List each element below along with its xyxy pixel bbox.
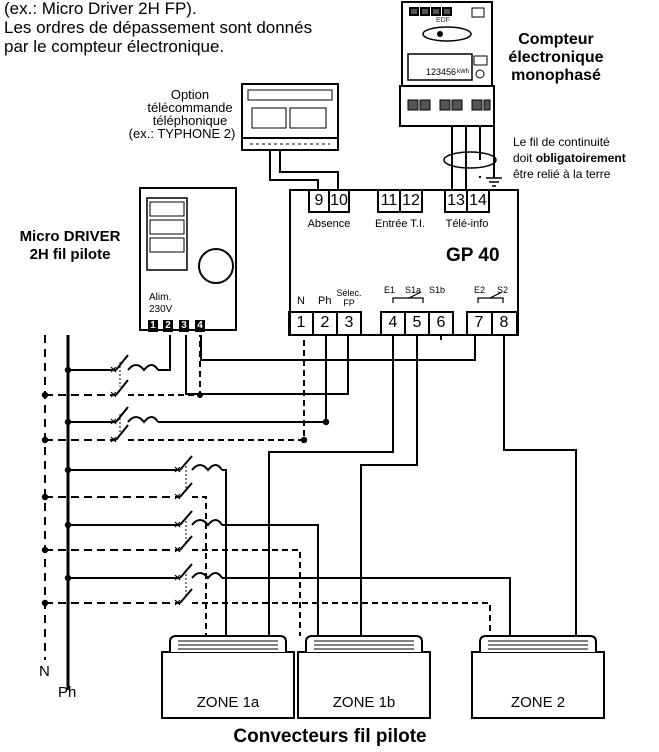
gp40-terminal-6: 6: [436, 314, 446, 331]
gp40-terminal-7: 7: [474, 314, 484, 331]
ground-note-3: être relié à la terre: [513, 167, 611, 181]
meter-title-1: Compteur: [518, 31, 594, 48]
meter-title-2: électronique: [508, 49, 604, 66]
zone-1a-label: ZONE 1a: [196, 694, 260, 711]
gp40-terminal-11: 11: [380, 192, 398, 209]
zone-2-label: ZONE 2: [510, 694, 566, 711]
gp40-terminal-1: 1: [296, 314, 306, 331]
alim-label-1: Alim.: [149, 292, 172, 303]
electronic-meter: [399, 1, 495, 127]
label-e2: E2: [474, 285, 486, 295]
label-s1b: S1b: [429, 285, 446, 295]
intro-line-2: Les ordres de dépassement sont donnés: [4, 18, 313, 37]
convector-zone-1a: [161, 635, 295, 719]
option-line-1: Option: [170, 87, 210, 102]
label-selec-2: FP: [343, 298, 355, 308]
bus-label-ph: Ph: [58, 684, 77, 701]
micro-driver-module: [139, 187, 237, 331]
ground-note-2: doit obligatoirement: [513, 151, 626, 165]
label-ph: Ph: [318, 295, 332, 307]
option-line-3: téléphonique: [152, 113, 228, 128]
meter-title-3: monophasé: [511, 67, 601, 84]
label-e1: E1: [384, 285, 396, 295]
meter-brand: EDF: [436, 17, 450, 24]
gp40-terminal-13: 13: [447, 192, 465, 209]
micro-driver-title-1: Micro DRIVER: [19, 228, 121, 245]
alim-label-2: 230V: [149, 304, 173, 315]
zone-1b-label: ZONE 1b: [332, 694, 396, 711]
intro-line-1: (ex.: Micro Driver 2H FP).: [4, 0, 197, 18]
label-s1a: S1a: [405, 285, 422, 295]
meter-display-value: 123456: [426, 67, 457, 77]
entree-ti-label: Entrée T.I.: [375, 218, 425, 230]
gp40-terminal-4: 4: [388, 314, 398, 331]
label-selec-1: Sélec.: [336, 288, 362, 298]
gp40-terminal-14: 14: [469, 192, 487, 209]
ground-note-1: Le fil de continuité: [513, 135, 610, 149]
gp40-terminal-8: 8: [499, 314, 509, 331]
tele-info-label: Télé-info: [445, 218, 489, 230]
label-n: N: [297, 295, 305, 307]
option-line-4: (ex.: TYPHONE 2): [128, 126, 236, 141]
md-terminal-2: 2: [163, 320, 173, 332]
gp40-terminal-5: 5: [412, 314, 422, 331]
typhone-module: [241, 83, 339, 151]
footer-title: Convecteurs fil pilote: [233, 726, 427, 747]
md-terminal-1: 1: [148, 320, 158, 332]
micro-driver-title-2: 2H fil pilote: [29, 246, 111, 263]
gp40-box: [289, 189, 519, 336]
gp40-terminal-10: 10: [330, 192, 348, 209]
intro-line-3: par le compteur électronique.: [4, 37, 225, 56]
convector-zone-2: [471, 635, 605, 719]
convector-zone-1b: [297, 635, 431, 719]
absence-label: Absence: [307, 218, 351, 230]
gp40-terminal-2: 2: [320, 314, 330, 331]
gp40-name: GP 40: [446, 245, 500, 266]
md-terminal-3: 3: [179, 320, 189, 332]
label-s2: S2: [497, 285, 509, 295]
meter-display-unit: kWh: [457, 69, 469, 75]
bus-label-n: N: [39, 663, 50, 680]
option-line-2: télécommande: [147, 100, 233, 115]
gp40-terminal-3: 3: [344, 314, 354, 331]
gp40-terminal-9: 9: [314, 192, 324, 209]
gp40-terminal-12: 12: [402, 192, 420, 209]
md-terminal-4: 4: [195, 320, 205, 332]
